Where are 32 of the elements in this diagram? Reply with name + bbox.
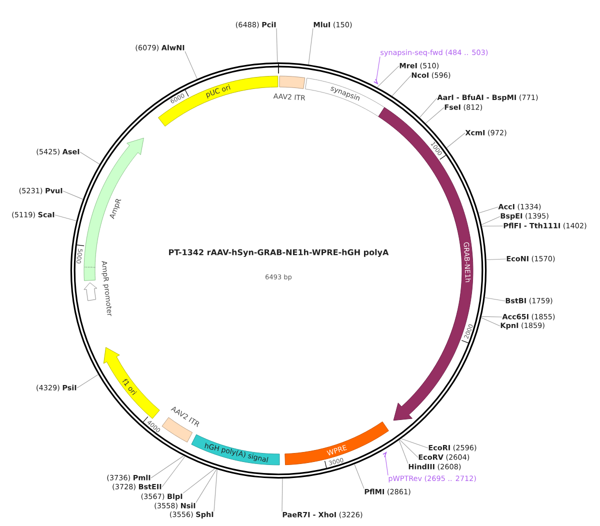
leader-line	[182, 468, 216, 494]
leader-line	[276, 28, 278, 63]
leader-line	[196, 468, 217, 503]
leader-line	[484, 297, 506, 302]
leader-line	[398, 440, 408, 464]
leader-line	[62, 190, 84, 200]
leader-line	[54, 214, 77, 222]
leader-line	[80, 152, 100, 165]
leader-line	[214, 469, 218, 512]
leader-line	[354, 464, 364, 489]
leader-line	[392, 75, 412, 96]
primer-mark	[373, 78, 378, 84]
leader-line	[481, 316, 502, 318]
leader-line	[385, 456, 388, 476]
leader-line	[76, 374, 99, 388]
leader-line	[446, 132, 466, 148]
leader-line	[481, 216, 500, 226]
leader-line	[399, 439, 418, 458]
leader-line	[308, 28, 314, 65]
leader-line	[162, 456, 186, 488]
leader-line	[425, 107, 444, 124]
leader-line	[376, 66, 400, 88]
leader-line	[419, 98, 438, 118]
leader-line	[486, 258, 506, 260]
leader-line	[400, 438, 428, 448]
leader-line	[480, 317, 500, 326]
leader-line	[478, 206, 498, 214]
leader-line	[184, 51, 198, 80]
leader-line	[150, 455, 184, 478]
leader-line	[282, 478, 283, 512]
primer-mark	[382, 452, 387, 458]
leader-line	[376, 56, 380, 81]
